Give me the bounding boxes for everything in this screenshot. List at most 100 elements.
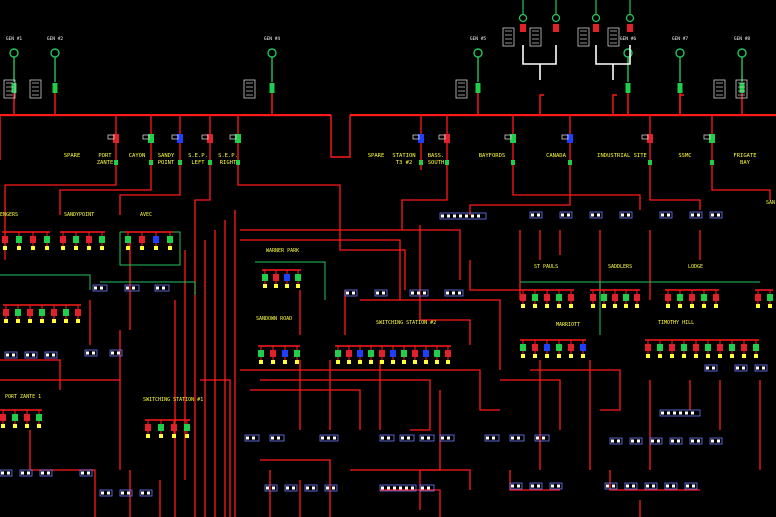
distribution-box [559,211,573,219]
breaker-open-icon [553,24,559,32]
breaker-icon [153,236,159,243]
breaker-closed-icon [625,83,631,93]
distribution-route [260,459,331,517]
feeder-breaker-icon [444,134,450,143]
breaker-icon [568,294,574,301]
distribution-box [659,409,701,417]
indicator-icon [271,360,275,364]
box-terminal [517,436,520,440]
bus-tie [330,115,351,158]
feeder-label: S.E.P. [188,153,208,159]
distribution-route [512,170,641,210]
indicator-icon [259,360,263,364]
indicator-icon [545,354,549,358]
box-terminal [252,436,255,440]
box-terminal [465,214,468,218]
aux-panel [713,79,726,99]
distribution-box [529,482,543,490]
box-terminal [671,439,674,443]
distribution-box [319,434,339,442]
indicator-icon [658,354,662,358]
distribution-box [589,211,603,219]
indicator-icon [635,304,639,308]
distribution-box [139,489,153,497]
breaker-icon [75,309,81,316]
box-terminal [162,286,165,290]
distribution-box [39,469,53,477]
indicator-icon [569,304,573,308]
breaker-icon [612,294,618,301]
indicator-icon [31,246,35,250]
distribution-box [484,434,500,442]
box-terminal [87,471,90,475]
feeder-label: POINT [158,160,175,166]
indicator-icon [168,246,172,250]
distribution-route [200,379,231,517]
box-terminal [46,353,49,357]
feeder-label: LEFT [191,160,205,166]
breaker-icon [693,344,699,351]
distribution-box [99,489,113,497]
distribution-box [324,484,338,492]
box-terminal [672,484,675,488]
indicator-icon [159,434,163,438]
distribution-box [684,482,698,490]
box-terminal [542,436,545,440]
distribution-box [84,349,98,357]
box-terminal [666,484,669,488]
feeder-ground-icon [511,160,515,165]
indicator-icon [380,360,384,364]
generator-icon [675,48,685,58]
indicator-icon [369,360,373,364]
indicator-icon [714,304,718,308]
indicator-icon [706,354,710,358]
box-terminal [611,439,614,443]
indicator-icon [424,360,428,364]
box-terminal [557,484,560,488]
indicator-icon [624,304,628,308]
box-terminal [492,436,495,440]
aux-panel [502,27,515,47]
feeder-breaker-icon [113,134,119,143]
box-terminal [511,484,514,488]
distribution-route [4,170,117,260]
breaker-closed-icon [52,83,58,93]
box-terminal [401,436,404,440]
indicator-icon [402,360,406,364]
indicator-icon [682,354,686,358]
breaker-icon [258,350,264,357]
distribution-route [237,170,406,290]
distribution-route [250,389,361,430]
indicator-icon [521,304,525,308]
distribution-box [509,482,523,490]
indicator-icon [76,319,80,323]
breaker-icon [556,294,562,301]
box-terminal [477,214,480,218]
distribution-box [439,434,455,442]
distribution-box [399,434,415,442]
distribution-route [609,470,700,491]
breaker-icon [665,294,671,301]
box-terminal [697,439,700,443]
box-terminal [107,491,110,495]
breaker-icon [184,424,190,431]
distribution-route [530,369,621,411]
box-terminal [41,471,44,475]
indicator-icon [172,434,176,438]
box-terminal [661,213,664,217]
box-terminal [531,484,534,488]
distribution-box [124,284,140,292]
box-terminal [626,484,629,488]
box-terminal [667,213,670,217]
feeder-ground-icon [710,160,714,165]
aux-box [641,134,649,140]
feeder-ground-icon [648,160,652,165]
distribution-box [444,289,464,297]
box-terminal [691,213,694,217]
feeder-breaker-icon [207,134,213,143]
breaker-icon [51,309,57,316]
distribution-box [409,289,429,297]
feeder-ground-icon [114,160,118,165]
indicator-icon [358,360,362,364]
